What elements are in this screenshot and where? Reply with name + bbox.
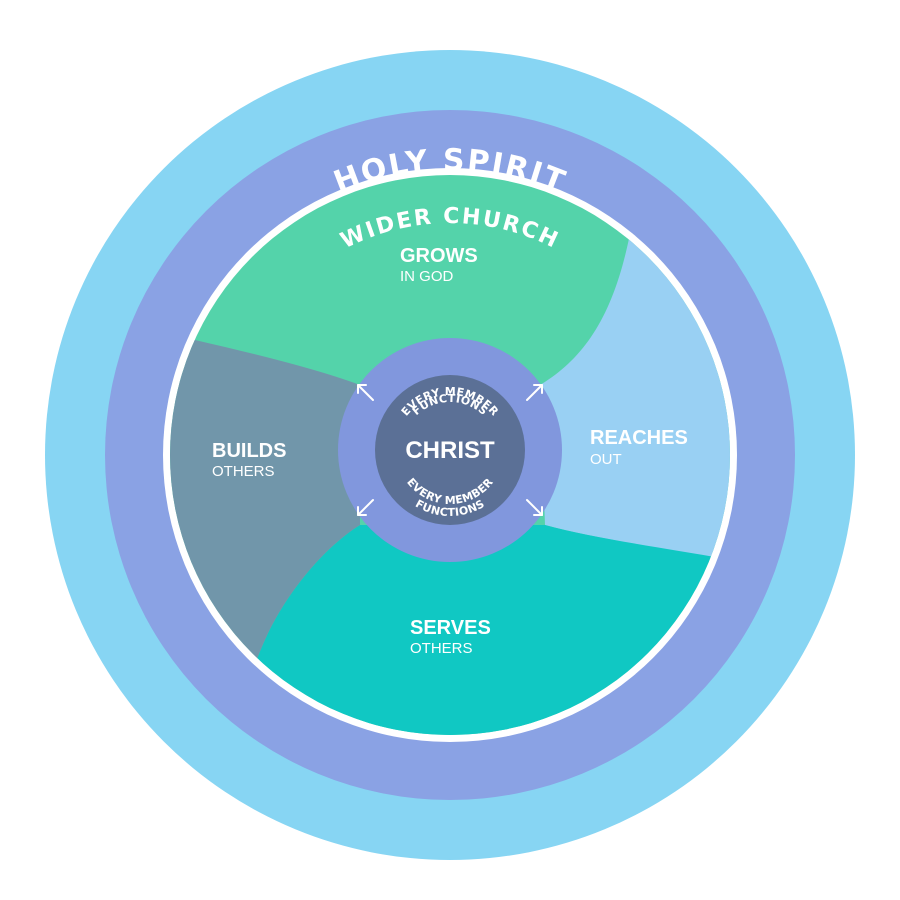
arrow-up-left-icon — [357, 384, 374, 401]
arrow-down-left-icon — [357, 499, 374, 516]
grows-subtitle: IN GOD — [400, 268, 454, 285]
builds-subtitle: OTHERS — [212, 463, 275, 480]
christ-label: CHRIST — [405, 437, 495, 464]
grows-title: GROWS — [400, 245, 478, 267]
christ-circle — [375, 375, 525, 525]
reaches-title: REACHES — [590, 427, 688, 449]
serves-title: SERVES — [410, 617, 491, 639]
serves-subtitle: OTHERS — [410, 640, 473, 657]
builds-title: BUILDS — [212, 440, 286, 462]
arrow-down-right-icon — [526, 499, 543, 516]
reaches-subtitle: OUT — [590, 451, 622, 468]
arrow-up-right-icon — [526, 384, 543, 401]
